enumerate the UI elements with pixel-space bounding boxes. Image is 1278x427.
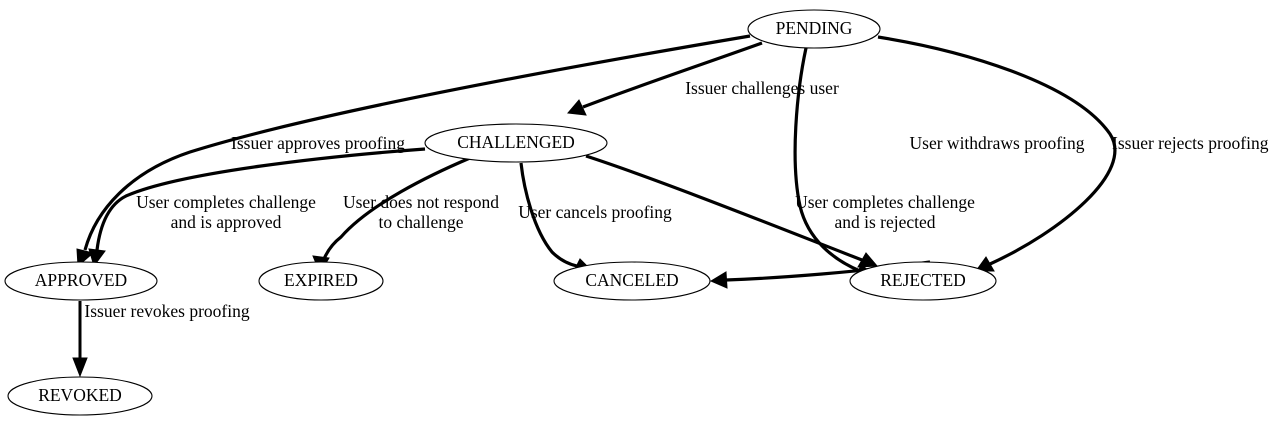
edge-label-pending-to-canceled: User withdraws proofing [910, 133, 1085, 153]
edge-label-challenged-to-expired-line2: to challenge [378, 212, 463, 232]
node-rejected[interactable]: REJECTED [849, 261, 997, 301]
edge-label-challenged-to-rejected-line2: and is rejected [834, 212, 935, 232]
edge-label-challenged-to-approved-line1: User completes challenge [136, 192, 316, 212]
node-canceled[interactable]: CANCELED [553, 261, 711, 301]
edge-path [83, 34, 751, 251]
node-shape [553, 261, 711, 301]
edge-label-challenged-to-expired-line1: User does not respond [343, 192, 499, 212]
node-revoked[interactable]: REVOKED [7, 376, 153, 416]
edge-label-challenged-to-rejected-line1: User completes challenge [795, 192, 975, 212]
node-label-rejected: REJECTED [880, 270, 966, 290]
arrowhead-icon [72, 357, 88, 378]
node-label-revoked: REVOKED [38, 385, 122, 405]
edge-path [585, 154, 863, 262]
node-label-challenged: CHALLENGED [457, 132, 575, 152]
edge-approved-to-revoked[interactable] [72, 301, 88, 378]
edge-pending-to-rejected[interactable] [877, 35, 1117, 272]
edge-label-approved-to-revoked: Issuer revokes proofing [84, 301, 249, 321]
node-challenged[interactable]: CHALLENGED [424, 123, 608, 163]
edge-pending-to-challenged[interactable] [567, 41, 763, 116]
node-approved[interactable]: APPROVED [4, 261, 158, 301]
edge-labels-layer: Issuer approves proofing Issuer challeng… [84, 78, 1268, 321]
edge-challenged-to-rejected[interactable] [585, 154, 879, 268]
edge-label-pending-to-approved: Issuer approves proofing [231, 133, 405, 153]
node-label-canceled: CANCELED [585, 270, 678, 290]
edges-layer [72, 34, 1117, 378]
arrowhead-icon [857, 252, 879, 268]
edge-path [793, 47, 861, 273]
edge-label-challenged-to-canceled: User cancels proofing [518, 202, 672, 222]
node-shape [258, 261, 384, 301]
node-expired[interactable]: EXPIRED [258, 261, 384, 301]
edge-path [322, 156, 471, 260]
edge-path [582, 41, 763, 109]
node-shape [849, 261, 997, 301]
node-pending[interactable]: PENDING [747, 9, 881, 49]
arrowhead-icon [709, 271, 728, 289]
node-shape [4, 261, 158, 301]
node-shape [424, 123, 608, 163]
edge-label-pending-to-rejected: Issuer rejects proofing [1112, 133, 1269, 153]
node-label-pending: PENDING [776, 18, 853, 38]
edge-path [95, 147, 426, 251]
edge-label-challenged-to-approved-line2: and is approved [171, 212, 282, 232]
edge-path [877, 35, 1117, 266]
node-shape [747, 9, 881, 49]
node-shape [7, 376, 153, 416]
arrowhead-icon [567, 99, 587, 116]
edge-path [519, 162, 578, 268]
edge-label-pending-to-challenged: Issuer challenges user [685, 78, 839, 98]
node-label-approved: APPROVED [35, 270, 127, 290]
nodes-layer: PENDING CHALLENGED APPROVED EXPIRED CANC… [4, 9, 997, 416]
node-label-expired: EXPIRED [284, 270, 358, 290]
